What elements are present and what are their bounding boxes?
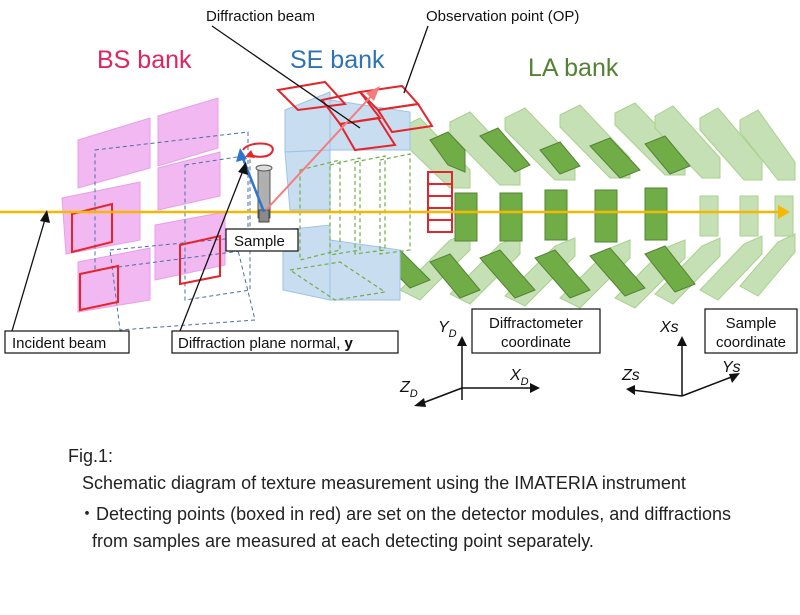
diffractometer-y-axis-label: YD <box>438 319 457 340</box>
bs-bank-dashed-outlines <box>94 131 256 331</box>
bs-detect-box-3 <box>79 264 119 312</box>
la-detect-box-4 <box>427 207 453 221</box>
se-detect-box-1 <box>275 80 348 112</box>
diffractometer-label-line2: coordinate <box>501 334 571 351</box>
figure-caption: Fig.1: Schematic diagram of texture meas… <box>0 440 800 615</box>
caption-figure-number: Fig.1: <box>68 446 114 466</box>
incident-beam-leader <box>11 215 47 332</box>
plane-normal-label: Diffraction plane normal, y <box>178 335 353 352</box>
diffraction-beam-label: Diffraction beam <box>206 8 315 25</box>
rotation-arrowhead <box>245 150 255 158</box>
diffraction-beam-arrowhead <box>366 86 380 101</box>
detecting-point-boxes <box>71 80 453 312</box>
plane-normal-vector: y <box>344 335 353 352</box>
observation-point-label: Observation point (OP) <box>426 8 579 25</box>
plane-normal-leader <box>179 167 245 332</box>
caption-description: Schematic diagram of texture measurement… <box>82 473 686 493</box>
sample-y-axis-label: Ys <box>722 359 741 376</box>
diffractometer-label-line1: Diffractometer <box>489 315 583 332</box>
caption-bullet: ・Detecting points (boxed in red) are set… <box>78 501 778 555</box>
diffractometer-coordinate-system: Diffractometer coordinate YD XD ZD <box>399 308 601 407</box>
se-detect-box-4 <box>338 116 397 152</box>
observation-point-leader <box>403 25 429 94</box>
bs-detect-box-1 <box>71 202 113 254</box>
diffraction-beam-arrow <box>265 91 376 211</box>
sample-rod <box>255 164 273 223</box>
plane-normal-leader-head <box>238 162 248 175</box>
diffraction-beam-leader <box>211 25 361 129</box>
bs-detect-box-2 <box>179 234 221 286</box>
diffractometer-z-axis-label: ZD <box>399 379 418 400</box>
se-detect-box-5 <box>376 102 434 134</box>
la-bank-dark-modules <box>379 127 696 299</box>
incident-beam-callout: Incident beam <box>4 330 130 354</box>
plane-normal-arrowhead <box>236 148 247 162</box>
caption-bullet-line2: from samples are measured at each detect… <box>92 531 594 551</box>
diffractometer-x-axis-label: XD <box>509 367 529 388</box>
sample-coord-label-line2: coordinate <box>716 334 786 351</box>
sample-coord-label-line1: Sample <box>726 315 777 332</box>
texture-measurement-diagram: BS bank SE bank LA bank Diffraction beam… <box>0 8 798 407</box>
se-bank-title: SE bank <box>290 46 385 74</box>
se-bank-dashed-modules <box>288 153 411 301</box>
sample-z-axis-label: Zs <box>621 367 640 384</box>
caption-bullet-line1: ・Detecting points (boxed in red) are set… <box>78 504 732 524</box>
bs-bank-title: BS bank <box>97 46 192 74</box>
rotation-arrow <box>242 142 274 158</box>
sample-callout: Sample <box>225 228 299 252</box>
sample-coordinate-system: Sample coordinate Xs Ys Zs <box>621 308 798 397</box>
sample-x-axis-label: Xs <box>659 319 679 336</box>
incident-beam-leader-head <box>40 210 50 223</box>
sample-label: Sample <box>234 233 285 250</box>
la-detect-box-3 <box>427 195 453 209</box>
la-detect-box-5 <box>427 219 453 233</box>
se-detect-box-2 <box>320 90 382 126</box>
incident-beam-label: Incident beam <box>12 335 106 352</box>
incident-beam-arrowhead <box>778 205 790 219</box>
plane-normal-callout: Diffraction plane normal, y <box>171 330 399 354</box>
la-bank-title: LA bank <box>528 54 619 82</box>
